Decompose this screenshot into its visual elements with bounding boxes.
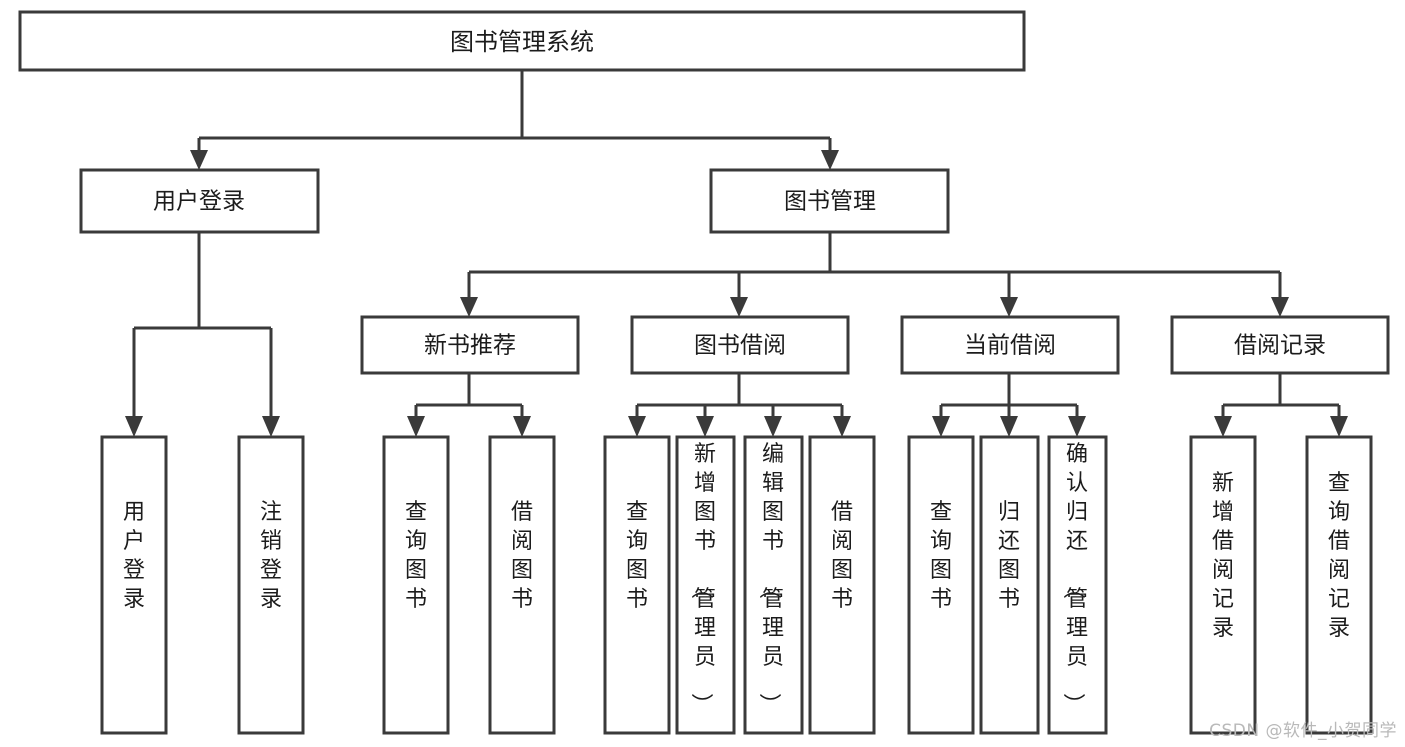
leaf-query-book-3[interactable]: 查询图书: [907, 435, 975, 735]
arrowhead-current-borrow: [1000, 297, 1018, 317]
leaf-confirm-return-box[interactable]: [1047, 435, 1108, 735]
leaf-user-login-box[interactable]: [100, 435, 168, 735]
leaf-add-book-box[interactable]: [675, 435, 736, 735]
arrowhead-leaf-query-book-3: [932, 416, 950, 437]
node-user-login[interactable]: 用户登录: [79, 168, 320, 234]
leaf-confirm-return-label: 确认归还（管理员）: [1060, 442, 1088, 715]
leaf-user-logout-box[interactable]: [237, 435, 305, 735]
node-current-borrow-box[interactable]: [900, 315, 1120, 375]
arrowhead-book-borrow: [730, 297, 748, 317]
node-user-login-label: 用户登录: [153, 189, 245, 215]
arrowhead-leaf-query-record: [1330, 416, 1348, 437]
node-new-book-recommend-label: 新书推荐: [424, 333, 516, 359]
leaf-borrow-book-1[interactable]: 借阅图书: [488, 435, 556, 735]
node-book-manage-box[interactable]: [709, 168, 950, 234]
leaf-query-book-3-label: 查询图书: [930, 500, 952, 612]
leaf-borrow-book-1-label: 借阅图书: [511, 500, 533, 612]
leaf-borrow-book-2-label: 借阅图书: [831, 500, 853, 612]
node-book-borrow-box[interactable]: [630, 315, 850, 375]
node-current-borrow-label: 当前借阅: [964, 333, 1056, 359]
node-book-borrow-label: 图书借阅: [694, 333, 786, 359]
leaf-edit-book[interactable]: 编辑图书（管理员）: [743, 435, 804, 735]
leaf-edit-book-box[interactable]: [743, 435, 804, 735]
leaf-user-logout[interactable]: 注销登录: [237, 435, 305, 735]
leaf-return-book-box[interactable]: [979, 435, 1040, 735]
leaf-return-book-label: 归还图书: [998, 500, 1020, 612]
arrowhead-new-book-recommend: [460, 297, 478, 317]
arrowhead-leaf-confirm-return: [1068, 416, 1086, 437]
arrowhead-leaf-user-logout: [262, 416, 280, 437]
arrowhead-borrow-record: [1271, 297, 1289, 317]
leaf-query-book-2-box[interactable]: [603, 435, 671, 735]
node-current-borrow[interactable]: 当前借阅: [900, 315, 1120, 375]
leaf-borrow-book-1-box[interactable]: [488, 435, 556, 735]
leaf-user-login[interactable]: 用户登录: [100, 435, 168, 735]
arrowhead-leaf-user-login: [125, 416, 143, 437]
arrowhead-user-login: [190, 150, 208, 170]
node-book-borrow[interactable]: 图书借阅: [630, 315, 850, 375]
node-book-manage[interactable]: 图书管理: [709, 168, 950, 234]
arrowhead-leaf-return-book: [1000, 416, 1018, 437]
leaf-query-record[interactable]: 查询借阅记录: [1305, 435, 1373, 735]
leaf-borrow-book-2-box[interactable]: [808, 435, 876, 735]
leaf-add-book-label: 新增图书（管理员）: [688, 442, 716, 715]
arrowhead-leaf-query-book-1: [407, 416, 425, 437]
node-root-box[interactable]: [18, 10, 1026, 72]
leaf-edit-book-label: 编辑图书（管理员）: [756, 442, 784, 715]
leaf-add-book[interactable]: 新增图书（管理员）: [675, 435, 736, 735]
arrowhead-leaf-add-record: [1214, 416, 1232, 437]
connector-layer: [125, 70, 1348, 437]
leaf-borrow-book-2[interactable]: 借阅图书: [808, 435, 876, 735]
arrowhead-leaf-borrow-book-1: [513, 416, 531, 437]
arrowhead-book-manage: [821, 150, 839, 170]
leaf-user-logout-label: 注销登录: [260, 500, 282, 612]
arrowhead-leaf-edit-book: [764, 416, 782, 437]
node-new-book-recommend-box[interactable]: [360, 315, 580, 375]
leaf-add-record[interactable]: 新增借阅记录: [1189, 435, 1257, 735]
arrowhead-leaf-borrow-book-2: [833, 416, 851, 437]
leaf-query-book-2[interactable]: 查询图书: [603, 435, 671, 735]
arrowhead-leaf-query-book-2: [628, 416, 646, 437]
arrowhead-leaf-add-book: [696, 416, 714, 437]
leaf-query-book-2-label: 查询图书: [626, 500, 648, 612]
node-borrow-record-box[interactable]: [1170, 315, 1390, 375]
leaf-add-record-box[interactable]: [1189, 435, 1257, 735]
node-borrow-record[interactable]: 借阅记录: [1170, 315, 1390, 375]
leaf-query-book-1[interactable]: 查询图书: [382, 435, 450, 735]
leaf-user-login-label: 用户登录: [123, 500, 145, 612]
node-borrow-record-label: 借阅记录: [1234, 333, 1326, 359]
leaf-query-record-box[interactable]: [1305, 435, 1373, 735]
leaf-return-book[interactable]: 归还图书: [979, 435, 1040, 735]
leaf-query-book-3-box[interactable]: [907, 435, 975, 735]
leaf-query-book-1-label: 查询图书: [405, 500, 427, 612]
node-root[interactable]: 图书管理系统: [18, 10, 1026, 72]
leaf-query-book-1-box[interactable]: [382, 435, 450, 735]
leaf-confirm-return[interactable]: 确认归还（管理员）: [1047, 435, 1108, 735]
node-root-label: 图书管理系统: [450, 28, 594, 56]
node-user-login-box[interactable]: [79, 168, 320, 234]
leaf-query-record-label: 查询借阅记录: [1328, 471, 1350, 641]
node-book-manage-label: 图书管理: [784, 189, 876, 215]
leaf-add-record-label: 新增借阅记录: [1212, 471, 1234, 641]
node-new-book-recommend[interactable]: 新书推荐: [360, 315, 580, 375]
